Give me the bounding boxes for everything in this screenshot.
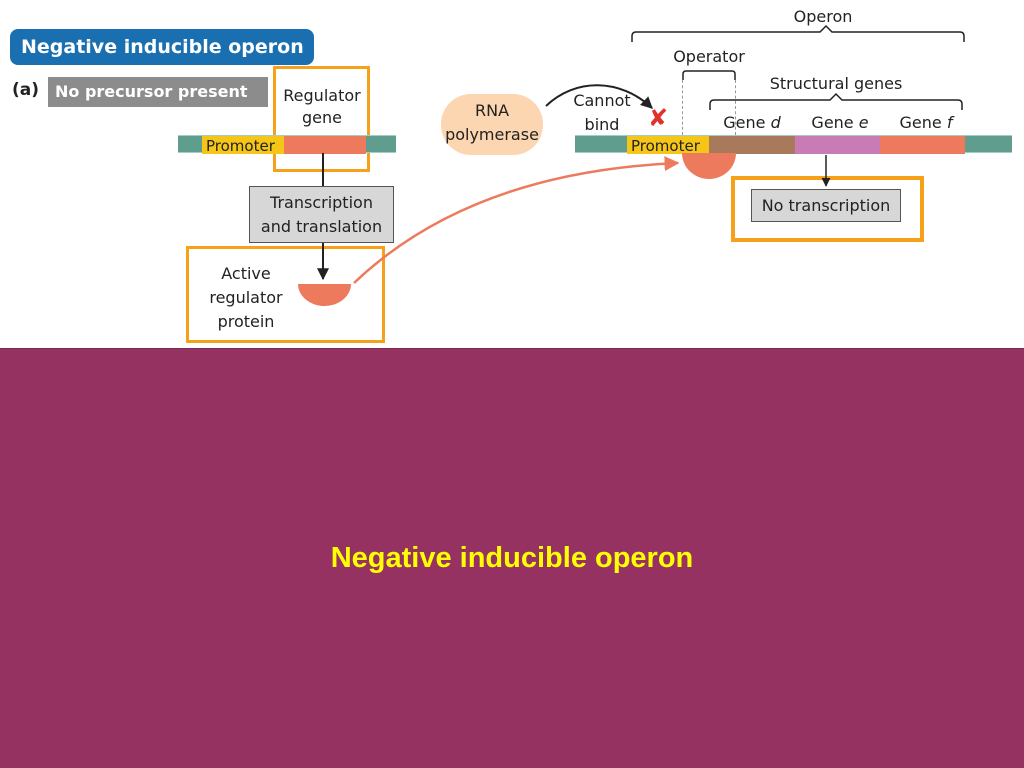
no-transcription-box: No transcription xyxy=(751,189,901,222)
gene-d-segment xyxy=(735,136,795,154)
active-regulator-protein-shape xyxy=(298,284,351,306)
gene-e-segment xyxy=(795,136,880,154)
regulator-promoter-segment: Promoter xyxy=(202,136,284,155)
panel-label: (a) xyxy=(12,80,40,100)
slide-title: Negative inducible operon xyxy=(330,542,694,574)
protein-to-operator-arrow xyxy=(353,156,680,284)
operator-segment xyxy=(709,136,735,154)
active-regulator-label: Active regulator protein xyxy=(209,264,283,331)
bound-repressor-shape xyxy=(682,153,736,179)
figure-title: Negative inducible operon xyxy=(10,29,314,65)
slide-panel: Negative inducible operon xyxy=(0,348,1024,768)
structural-genes-bracket xyxy=(709,92,963,110)
operon-diagram-figure: Negative inducible operon (a) No precurs… xyxy=(0,0,1024,348)
operon-bracket xyxy=(631,24,965,42)
active-regulator-highlight xyxy=(186,246,385,343)
operon-dna-strand: Promoter xyxy=(575,135,1012,155)
gene-f-label: Gene f xyxy=(899,113,953,132)
regulator-gene-segment xyxy=(284,136,366,154)
cross-icon: ✘ xyxy=(648,104,669,132)
condition-tag: No precursor present xyxy=(48,77,268,107)
operator-dashed-line-right xyxy=(735,80,736,135)
operon-label: Operon xyxy=(793,7,853,26)
cannot-bind-arrow xyxy=(545,84,653,109)
operon-promoter-segment: Promoter xyxy=(627,136,709,155)
structural-genes-label: Structural genes xyxy=(769,74,903,93)
operator-dashed-line-left xyxy=(682,80,683,135)
operator-label: Operator xyxy=(673,47,745,66)
cannot-bind-label: Cannot bind xyxy=(573,91,631,134)
regulator-dna-strand: Promoter xyxy=(178,135,396,155)
rna-polymerase-label: RNA polymerase xyxy=(445,101,539,144)
gene-f-segment xyxy=(880,136,965,154)
rna-polymerase-shape xyxy=(441,94,543,155)
operator-bracket xyxy=(682,70,736,80)
regulator-gene-label: Regulator gene xyxy=(283,86,361,127)
regulator-gene-highlight xyxy=(273,66,370,172)
gene-e-label: Gene e xyxy=(811,113,869,132)
transcription-translation-box: Transcription and translation xyxy=(249,186,394,243)
gene-d-label: Gene d xyxy=(723,113,781,132)
diagram-graphics xyxy=(298,24,965,306)
